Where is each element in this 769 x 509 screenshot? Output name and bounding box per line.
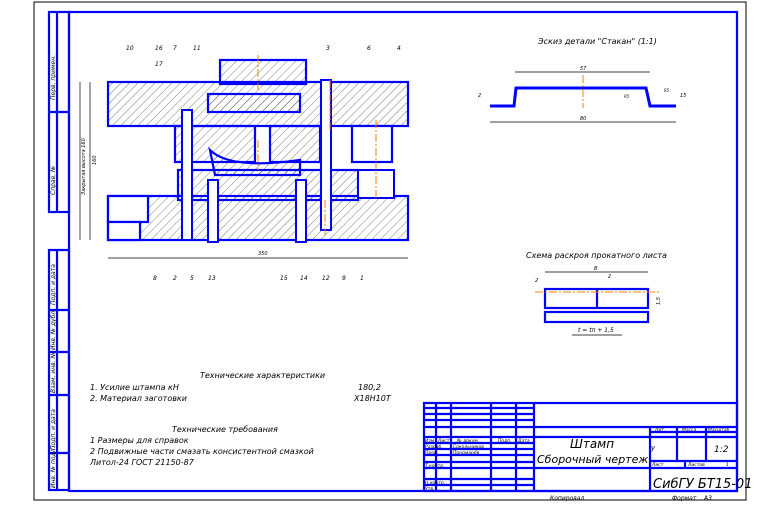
callout: 10 xyxy=(126,45,134,52)
dim-height: 160 xyxy=(92,155,98,165)
scheme-title: Схема раскроя прокатного листа xyxy=(526,251,667,260)
part-sketch: Эскиз детали "Стакан" (1:1) 57 80 2 15 R… xyxy=(478,37,686,123)
requirement: 1 Размеры для справок xyxy=(90,436,189,445)
callout: 4 xyxy=(397,45,401,52)
side-stamp-bottom xyxy=(47,248,71,492)
dim-b: B xyxy=(594,266,598,272)
radius-1: R5 xyxy=(624,94,630,99)
callout: 15 xyxy=(280,275,288,282)
callout: 11 xyxy=(193,45,201,52)
callout: 7 xyxy=(173,45,177,52)
side-label: Справ. № xyxy=(50,166,57,195)
side-label: Инв. № подл. xyxy=(50,447,57,488)
pitch-formula: t = tп + 1,5 xyxy=(578,327,614,334)
dim-a: 2 xyxy=(535,278,538,284)
callout: 9 xyxy=(342,275,346,282)
spec-value: 180,2 xyxy=(358,383,381,392)
specs-heading: Технические характеристики xyxy=(200,371,325,380)
side-label: Подп. и дата xyxy=(50,409,57,450)
format-label: Формат xyxy=(672,495,697,502)
row-role: Т.контр. xyxy=(425,463,445,469)
callout: 2 xyxy=(173,275,177,282)
die-assembly-section: 350 Закрытая высота 160 160 10 16 17 7 1… xyxy=(79,45,410,282)
format-value: А3 xyxy=(703,495,712,502)
dim-bottom: 80 xyxy=(580,116,586,122)
callout: 3 xyxy=(326,45,330,52)
dim-top: 57 xyxy=(580,66,587,72)
callout: 8 xyxy=(153,275,157,282)
side-label: Перв. примен. xyxy=(50,55,57,100)
dim-width: 350 xyxy=(258,251,268,257)
side-label: Инв. № дубл. xyxy=(50,309,57,350)
side-label: Подп. и дата xyxy=(50,264,57,305)
side-label: Взам. инв. № xyxy=(50,352,57,393)
scale-value: 1:2 xyxy=(714,445,729,455)
copied-label: Копировал xyxy=(550,495,584,502)
dim-h: 1,5 xyxy=(656,297,662,305)
dim-left: 2 xyxy=(478,93,481,99)
dim-height-label: Закрытая высота 160 xyxy=(81,138,87,195)
dim-right: 15 xyxy=(680,93,686,99)
sketch-title: Эскиз детали "Стакан" (1:1) xyxy=(537,37,657,46)
lit-value: у xyxy=(650,444,656,452)
callout: 16 xyxy=(155,45,163,52)
row-role: Н.контр. xyxy=(425,480,445,486)
callout: 13 xyxy=(208,275,216,282)
requirements-heading: Технические требования xyxy=(172,425,278,434)
col-header: Дата xyxy=(517,438,530,444)
callout: 17 xyxy=(155,61,163,68)
dim-c: 2 xyxy=(608,274,611,280)
spec-label: 1. Усилие штампа кН xyxy=(90,383,179,392)
title-block: Изм Лист № докум. Подп. Дата Разраб. Сок… xyxy=(422,401,752,502)
lit-label: Лит. xyxy=(654,427,665,433)
radius-2: R5 xyxy=(664,88,670,93)
callout: 12 xyxy=(322,275,330,282)
callout: 6 xyxy=(367,45,371,52)
mass-label: Масса xyxy=(682,427,697,433)
sheet-label: Лист xyxy=(651,462,664,468)
outer-frame xyxy=(33,1,747,501)
requirement: 2 Подвижные части смазать консистентной … xyxy=(90,447,314,456)
row-name: Пономарёв xyxy=(453,450,480,456)
col-header: Изм xyxy=(425,438,435,444)
scale-label: Масштаб xyxy=(708,427,730,433)
drawing-type: Сборочный чертеж xyxy=(537,453,648,466)
requirement: Литол-24 ГОСТ 21150-87 xyxy=(89,458,195,467)
sheets-label: Листов xyxy=(687,462,705,468)
cutting-scheme: Схема раскроя прокатного листа B 2 2 1,5… xyxy=(526,251,667,336)
sheets-value: 1 xyxy=(726,462,729,468)
col-header: Подп. xyxy=(498,438,512,444)
col-header: № докум. xyxy=(456,438,479,444)
row-role: Разраб. xyxy=(425,444,443,450)
spec-value: Х18Н10Т xyxy=(353,394,392,403)
row-role: Утв. xyxy=(425,486,434,492)
callout: 14 xyxy=(300,275,308,282)
drawing-name: Штамп xyxy=(570,437,614,451)
row-role: Пров. xyxy=(425,450,438,456)
spec-label: 2. Материал заготовки xyxy=(90,394,187,403)
row-name: Сокольников xyxy=(453,444,484,450)
col-header: Лист xyxy=(437,438,450,444)
callout: 1 xyxy=(360,275,364,282)
callout: 5 xyxy=(190,275,194,282)
designation: СибГУ БТ15-01 xyxy=(653,477,752,492)
